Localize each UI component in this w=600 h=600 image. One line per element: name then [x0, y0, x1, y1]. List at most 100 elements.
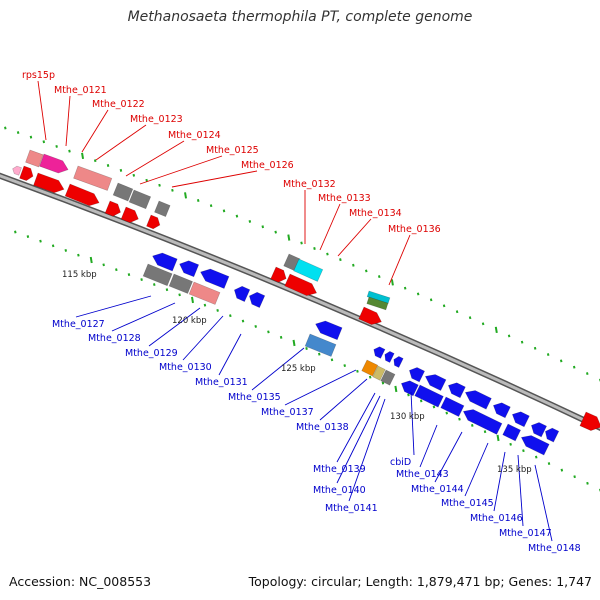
minor-tick: [468, 316, 472, 320]
minor-tick: [222, 209, 226, 213]
gene-mthe-0135b-shape: [304, 333, 337, 357]
minor-tick: [196, 199, 200, 202]
gene-mthe-0122-shape: [73, 165, 113, 191]
reverse-gene-label: Mthe_0141: [325, 503, 378, 514]
minor-tick: [339, 258, 342, 262]
forward-gene-label: Mthe_0133: [318, 193, 371, 204]
forward-gene-label: Mthe_0126: [241, 160, 294, 171]
gene-mthe-0128: [179, 260, 200, 278]
minor-tick: [4, 126, 7, 130]
gene-mthe-0140: [372, 365, 386, 381]
gene-gray-a: [142, 263, 173, 287]
gene-rps15p-shape: [25, 149, 44, 168]
gene-mthe-0126: [154, 200, 171, 218]
minor-tick: [55, 144, 58, 148]
gene-mthe-0147-shape: [531, 422, 547, 438]
minor-tick: [455, 310, 459, 314]
minor-tick: [178, 293, 181, 297]
reverse-gene-label: Mthe_0138: [296, 422, 349, 433]
backbone-core: [0, 174, 600, 430]
gene-gray-b-shape: [168, 273, 193, 294]
reverse-gene-label: Mthe_0140: [313, 485, 366, 496]
gene-mthe-0131: [233, 285, 251, 302]
gene-fwd-c: [64, 183, 100, 207]
minor-tick: [171, 188, 174, 192]
minor-tick: [165, 288, 169, 292]
reverse-gene-label: Mthe_0131: [195, 377, 248, 388]
major-tick: [496, 434, 500, 442]
gene-mthe-0125: [128, 189, 152, 210]
gene-mthe-0145-shape: [464, 390, 492, 410]
minor-tick: [429, 298, 433, 302]
major-tick: [89, 256, 93, 264]
major-tick: [190, 296, 194, 304]
major-tick: [394, 385, 398, 393]
major-tick: [184, 192, 188, 199]
genome-summary: Topology: circular; Length: 1,879,471 bp…: [248, 574, 592, 589]
major-tick: [390, 279, 394, 286]
forward-gene-label: Mthe_0136: [388, 224, 441, 235]
minor-tick: [145, 178, 148, 182]
forward-gene-label: Mthe_0125: [206, 145, 259, 156]
reverse-leader: [284, 369, 357, 406]
reverse-gene-label: Mthe_0135: [228, 392, 281, 403]
forward-leader: [95, 124, 147, 161]
minor-tick: [572, 365, 576, 369]
forward-leader: [171, 170, 258, 188]
minor-tick: [547, 462, 551, 466]
gene-mthe-0136-shape: [358, 306, 382, 325]
minor-tick: [235, 214, 239, 218]
gene-mthe-0125-shape: [128, 189, 152, 210]
gene-mthe-0129-shape: [200, 268, 230, 289]
gene-fwd-e-shape: [120, 206, 139, 223]
forward-gene-label: rps15p: [22, 70, 55, 81]
reverse-gene-label: Mthe_0144: [411, 484, 464, 495]
minor-tick: [216, 308, 219, 312]
gene-blue-d: [462, 409, 503, 435]
gene-blue-a: [400, 380, 419, 397]
forward-leader: [139, 155, 223, 185]
minor-tick: [16, 131, 20, 134]
minor-tick: [356, 369, 359, 373]
gene-mthe-0147b: [545, 427, 560, 443]
gene-blue-d-shape: [462, 409, 503, 435]
gene-fwd-h-shape: [284, 273, 318, 296]
minor-tick: [158, 183, 161, 187]
gene-mthe-0146: [492, 402, 511, 419]
minor-tick: [274, 230, 277, 234]
gene-mthe-0141-shape: [380, 369, 396, 386]
gene-mthe-0135: [315, 320, 343, 341]
minor-tick: [534, 455, 538, 459]
minor-tick: [209, 204, 213, 208]
reverse-gene-label: Mthe_0130: [159, 362, 212, 373]
gene-fwd-i-shape: [579, 411, 600, 431]
reverse-leader: [75, 295, 152, 318]
gene-cbid: [409, 367, 425, 383]
gene-mthe-0145: [464, 390, 492, 410]
reverse-leader: [336, 395, 381, 484]
reverse-leader: [348, 398, 386, 502]
gene-fwd-b: [33, 172, 65, 194]
minor-tick: [68, 149, 71, 153]
gene-fwd-g: [270, 266, 287, 283]
minor-tick: [586, 481, 589, 485]
minor-tick: [93, 159, 97, 163]
minor-tick: [445, 411, 448, 415]
minor-tick: [248, 219, 252, 223]
gene-mthe-0139b-shape: [361, 359, 379, 377]
gene-mthe-0148: [520, 435, 550, 456]
minor-tick: [559, 359, 563, 363]
gene-gray-b: [168, 273, 193, 294]
gene-mthe-0131b: [248, 291, 266, 308]
gene-fwd-d-shape: [104, 200, 121, 217]
gene-fwd-c-shape: [64, 183, 100, 207]
minor-tick: [381, 381, 385, 385]
gene-mthe-0147b-shape: [545, 427, 560, 443]
minor-tick: [483, 430, 487, 434]
gene-fwd-f-shape: [146, 214, 161, 230]
gene-mthe-0133-shape: [293, 258, 324, 282]
minor-tick: [267, 330, 270, 334]
gene-mthe-0134b-shape: [366, 296, 389, 311]
gene-fwd-b-shape: [33, 172, 65, 194]
